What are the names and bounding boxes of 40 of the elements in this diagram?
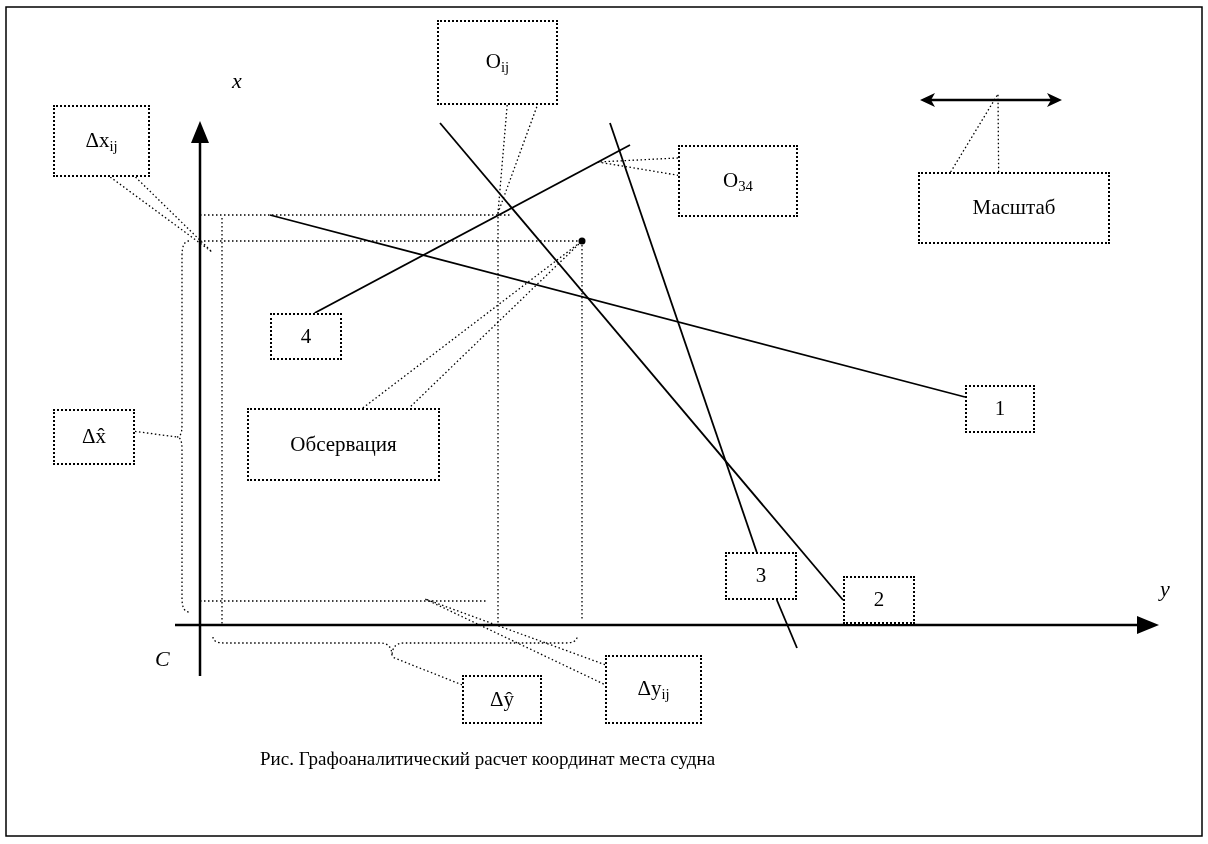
leader-line xyxy=(424,598,606,686)
callout-text: Масштаб xyxy=(972,196,1056,220)
axis-label: y xyxy=(1160,578,1170,600)
axis-label: x xyxy=(232,70,242,92)
position-line xyxy=(775,599,798,649)
curly-brace xyxy=(212,636,578,657)
callout-text: O$_{34}$ xyxy=(723,168,753,194)
callout-box xyxy=(247,408,440,481)
position-line xyxy=(439,122,844,601)
position-line xyxy=(609,122,758,553)
callout-box xyxy=(725,552,797,600)
leader-line xyxy=(109,176,213,253)
callout-box xyxy=(437,20,558,105)
callout-text: O$_{ij}$ xyxy=(485,50,510,75)
callout-text: Δx$_{ij}$ xyxy=(85,128,118,154)
axis-label: C xyxy=(155,648,170,670)
callout-box xyxy=(270,313,342,360)
callout-text: 4 xyxy=(300,324,312,349)
callout-box xyxy=(605,655,702,724)
callout-box xyxy=(843,576,915,624)
leader-line xyxy=(497,104,539,214)
callout-box xyxy=(678,145,798,217)
callout-box xyxy=(965,385,1035,433)
callout-text: Δy$_{ij}$ xyxy=(637,677,670,702)
position-line xyxy=(269,214,966,398)
callout-text: 3 xyxy=(755,564,767,588)
callout-text: Δx̂ xyxy=(82,425,106,449)
figure-caption: Рис. Графоаналитический расчет координат места судна xyxy=(260,748,716,770)
callout-box xyxy=(918,172,1110,244)
leader-line xyxy=(391,656,463,686)
position-line xyxy=(313,144,631,314)
callout-text: 2 xyxy=(873,588,885,612)
callout-text: Обсервация xyxy=(290,432,397,457)
callout-box xyxy=(462,675,542,724)
callout-text: Δŷ xyxy=(490,687,514,712)
callout-text: 1 xyxy=(994,397,1006,421)
callout-box xyxy=(53,105,150,177)
leader-line xyxy=(362,240,583,409)
curly-brace xyxy=(176,240,190,613)
callout-box xyxy=(53,409,135,465)
